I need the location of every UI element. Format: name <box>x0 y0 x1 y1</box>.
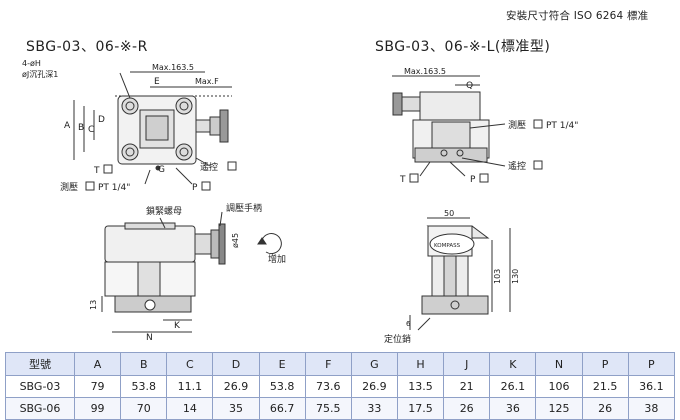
label-dim103: 103 <box>493 269 502 284</box>
label-N: N <box>146 333 153 343</box>
table-cell: 36.1 <box>627 375 676 398</box>
table-cell: 53.8 <box>120 375 168 398</box>
marker-r-T <box>103 164 113 174</box>
table-cell: 26 <box>581 397 629 420</box>
header-cell: B <box>120 352 168 376</box>
spec-table-header: 型號 A B C D E F G H J K N P P <box>5 352 676 376</box>
table-cell: 125 <box>535 397 583 420</box>
label-handle: 調壓手柄 <box>226 202 262 214</box>
label-r-T: T <box>93 166 100 176</box>
drawing-side-view <box>101 211 282 333</box>
header-cell: J <box>443 352 491 376</box>
header-cell: K <box>489 352 537 376</box>
drawing-isometric-view <box>409 217 511 331</box>
table-cell: 73.6 <box>304 375 352 398</box>
table-cell: 26 <box>443 397 491 420</box>
label-brand: KOMPASS <box>434 243 461 249</box>
table-cell: 75.5 <box>304 397 352 420</box>
header-cell: G <box>350 352 398 376</box>
table-cell: 11.1 <box>166 375 214 398</box>
label-l-remote: 遙控 <box>508 160 526 172</box>
spec-table: 型號 A B C D E F G H J K N P P SBG-03 79 5… <box>5 352 676 420</box>
technical-drawings: 4-øH øJ沉孔深1 Max.163.5 E Max.F A B C D G … <box>22 59 578 345</box>
label-l-pt: PT 1/4" <box>546 121 578 131</box>
label-dim130: 130 <box>511 269 520 284</box>
marker-l-gauge <box>533 119 543 129</box>
label-l-P: P <box>470 175 476 185</box>
label-dia45: ø45 <box>231 233 240 248</box>
table-row: SBG-03 79 53.8 11.1 26.9 53.8 73.6 26.9 … <box>5 375 676 398</box>
table-cell: 79 <box>73 375 122 398</box>
label-dim13: 13 <box>89 300 98 310</box>
label-pin: 定位銷 <box>384 333 411 345</box>
label-dim50: 50 <box>444 209 454 218</box>
table-cell: 26.9 <box>212 375 260 398</box>
label-r-D: D <box>98 115 105 125</box>
table-cell: 26.9 <box>350 375 398 398</box>
marker-l-P <box>479 173 489 183</box>
table-cell: 21 <box>443 375 491 398</box>
label-r-G: G <box>158 165 165 175</box>
table-cell: 26.1 <box>489 375 537 398</box>
label-l-T: T <box>399 175 406 185</box>
table-cell: SBG-06 <box>5 397 75 420</box>
table-cell: 13.5 <box>396 375 445 398</box>
label-r-pt: PT 1/4" <box>98 183 130 193</box>
label-r-maxF: Max.F <box>195 77 219 86</box>
label-dim6: 6 <box>406 320 411 328</box>
header-cell: 型號 <box>5 352 75 376</box>
install-standard-note: 安裝尺寸符合 ISO 6264 標准 <box>506 10 649 22</box>
drawing-r-plan <box>73 71 232 185</box>
header-cell: F <box>304 352 352 376</box>
label-lock-nut: 鎖緊螺母 <box>146 205 182 217</box>
table-cell: 36 <box>489 397 537 420</box>
label-r-max163: Max.163.5 <box>152 63 194 72</box>
table-cell: 70 <box>120 397 168 420</box>
table-cell: 35 <box>212 397 260 420</box>
marker-r-remote <box>227 161 237 171</box>
label-l-max163: Max.163.5 <box>404 67 446 76</box>
table-cell: 53.8 <box>258 375 306 398</box>
marker-r-gauge <box>85 181 95 191</box>
header-cell: C <box>166 352 214 376</box>
label-r-B: B <box>78 123 84 133</box>
header-cell: A <box>73 352 122 376</box>
header-cell: H <box>396 352 445 376</box>
label-r-P: P <box>192 183 198 193</box>
label-holes-counterbore: øJ沉孔深1 <box>22 70 58 79</box>
header-cell: P <box>581 352 629 376</box>
header-cell: N <box>535 352 583 376</box>
label-r-E: E <box>154 77 160 87</box>
table-cell: 38 <box>627 397 676 420</box>
marker-l-remote <box>533 160 543 170</box>
label-r-remote: 遙控 <box>200 161 218 173</box>
header-cell: D <box>212 352 260 376</box>
label-K: K <box>174 321 181 331</box>
view-title-r: SBG-03、06-※-R <box>26 39 148 55</box>
label-l-gauge: 測壓 <box>508 119 526 131</box>
label-r-C: C <box>88 125 94 135</box>
table-cell: SBG-03 <box>5 375 75 398</box>
drawing-l-plan <box>392 75 506 177</box>
table-cell: 17.5 <box>396 397 445 420</box>
header-cell: E <box>258 352 306 376</box>
label-increase: 增加 <box>268 253 286 265</box>
marker-l-T <box>409 173 419 183</box>
table-cell: 106 <box>535 375 583 398</box>
table-cell: 33 <box>350 397 398 420</box>
label-r-A: A <box>64 121 71 131</box>
table-cell: 66.7 <box>258 397 306 420</box>
table-cell: 14 <box>166 397 214 420</box>
table-cell: 99 <box>73 397 122 420</box>
view-title-l: SBG-03、06-※-L(標准型) <box>375 39 551 55</box>
label-holes: 4-øH <box>22 59 41 68</box>
label-l-Q: Q <box>466 81 473 91</box>
table-row: SBG-06 99 70 14 35 66.7 75.5 33 17.5 26 … <box>5 397 676 420</box>
header-cell: P <box>627 352 676 376</box>
marker-r-P <box>201 181 211 191</box>
label-r-gauge: 測壓 <box>60 181 78 193</box>
table-cell: 21.5 <box>581 375 629 398</box>
